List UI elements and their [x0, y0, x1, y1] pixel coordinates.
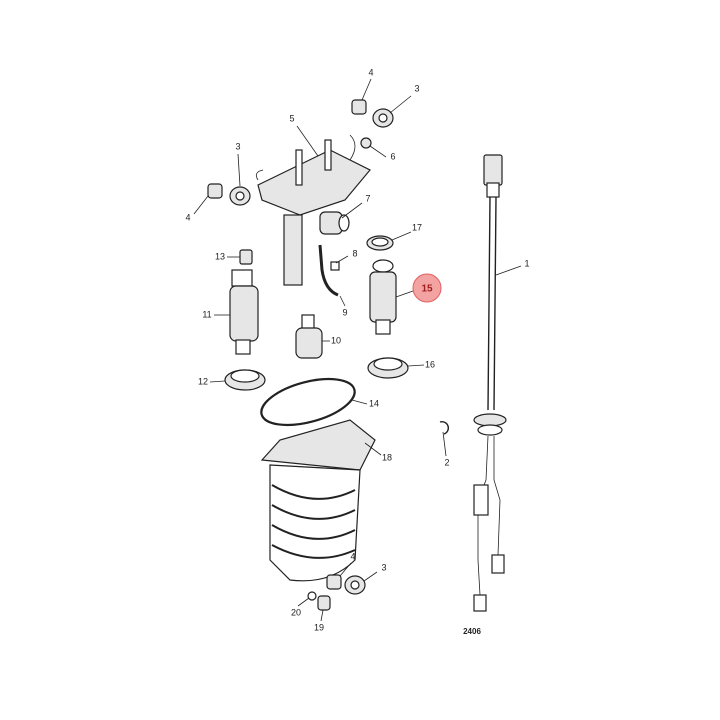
- part-9-hose[interactable]: [318, 244, 339, 297]
- callout-14[interactable]: 14: [369, 398, 379, 408]
- callout-18[interactable]: 18: [382, 452, 392, 462]
- drawing-number: 2406: [463, 627, 481, 636]
- callout-10[interactable]: 10: [331, 335, 341, 345]
- callout-1[interactable]: 1: [524, 258, 529, 268]
- part-2-clip[interactable]: [439, 420, 450, 435]
- part-16-filter[interactable]: [367, 357, 409, 379]
- callout-7[interactable]: 7: [365, 193, 370, 203]
- callout-4[interactable]: 4: [185, 212, 190, 222]
- part-11-fuel-pump[interactable]: [229, 269, 259, 355]
- part-6-screw[interactable]: [360, 137, 372, 149]
- part-14-gasket[interactable]: [256, 370, 359, 433]
- callout-19[interactable]: 19: [314, 622, 324, 632]
- callout-9[interactable]: 9: [342, 307, 347, 317]
- callout-3[interactable]: 3: [381, 562, 386, 572]
- highlight-circle: [412, 273, 442, 303]
- callout-6[interactable]: 6: [390, 151, 395, 161]
- callout-3[interactable]: 3: [235, 141, 240, 151]
- callout-17[interactable]: 17: [412, 222, 422, 232]
- part-3-grommet-top[interactable]: [372, 108, 394, 128]
- part-15-fuel-pump[interactable]: [369, 259, 397, 335]
- part-5-top-plate[interactable]: [255, 134, 371, 286]
- part-17-ring[interactable]: [366, 235, 394, 251]
- callout-16[interactable]: 16: [425, 359, 435, 369]
- callout-11[interactable]: 11: [202, 309, 211, 319]
- part-4-nut-bottom[interactable]: [326, 574, 342, 590]
- part-1-sender-harness[interactable]: [473, 154, 507, 612]
- part-12-filter[interactable]: [224, 369, 266, 391]
- callout-2[interactable]: 2: [444, 457, 449, 467]
- part-18-canister[interactable]: [260, 419, 376, 582]
- callout-15[interactable]: 15: [421, 284, 433, 295]
- callout-3[interactable]: 3: [414, 83, 419, 93]
- part-20-oring[interactable]: [307, 591, 317, 601]
- part-19-plug[interactable]: [317, 595, 331, 611]
- callout-12[interactable]: 12: [198, 376, 208, 386]
- leader-lines: [193, 78, 522, 622]
- callout-4[interactable]: 4: [368, 67, 373, 77]
- part-13-cap[interactable]: [239, 249, 253, 265]
- callout-8[interactable]: 8: [352, 248, 357, 258]
- part-10-module[interactable]: [295, 314, 323, 359]
- callout-5[interactable]: 5: [289, 113, 294, 123]
- callout-20[interactable]: 20: [291, 607, 301, 617]
- part-3-grommet-left[interactable]: [229, 186, 251, 206]
- part-4-nut-left[interactable]: [207, 183, 223, 199]
- callout-4[interactable]: 4: [350, 551, 355, 561]
- part-4-nut-top[interactable]: [351, 99, 367, 115]
- part-3-grommet-bottom[interactable]: [344, 575, 366, 595]
- part-8-fitting[interactable]: [330, 261, 340, 271]
- part-7-regulator[interactable]: [319, 211, 350, 235]
- callout-13[interactable]: 13: [215, 251, 225, 261]
